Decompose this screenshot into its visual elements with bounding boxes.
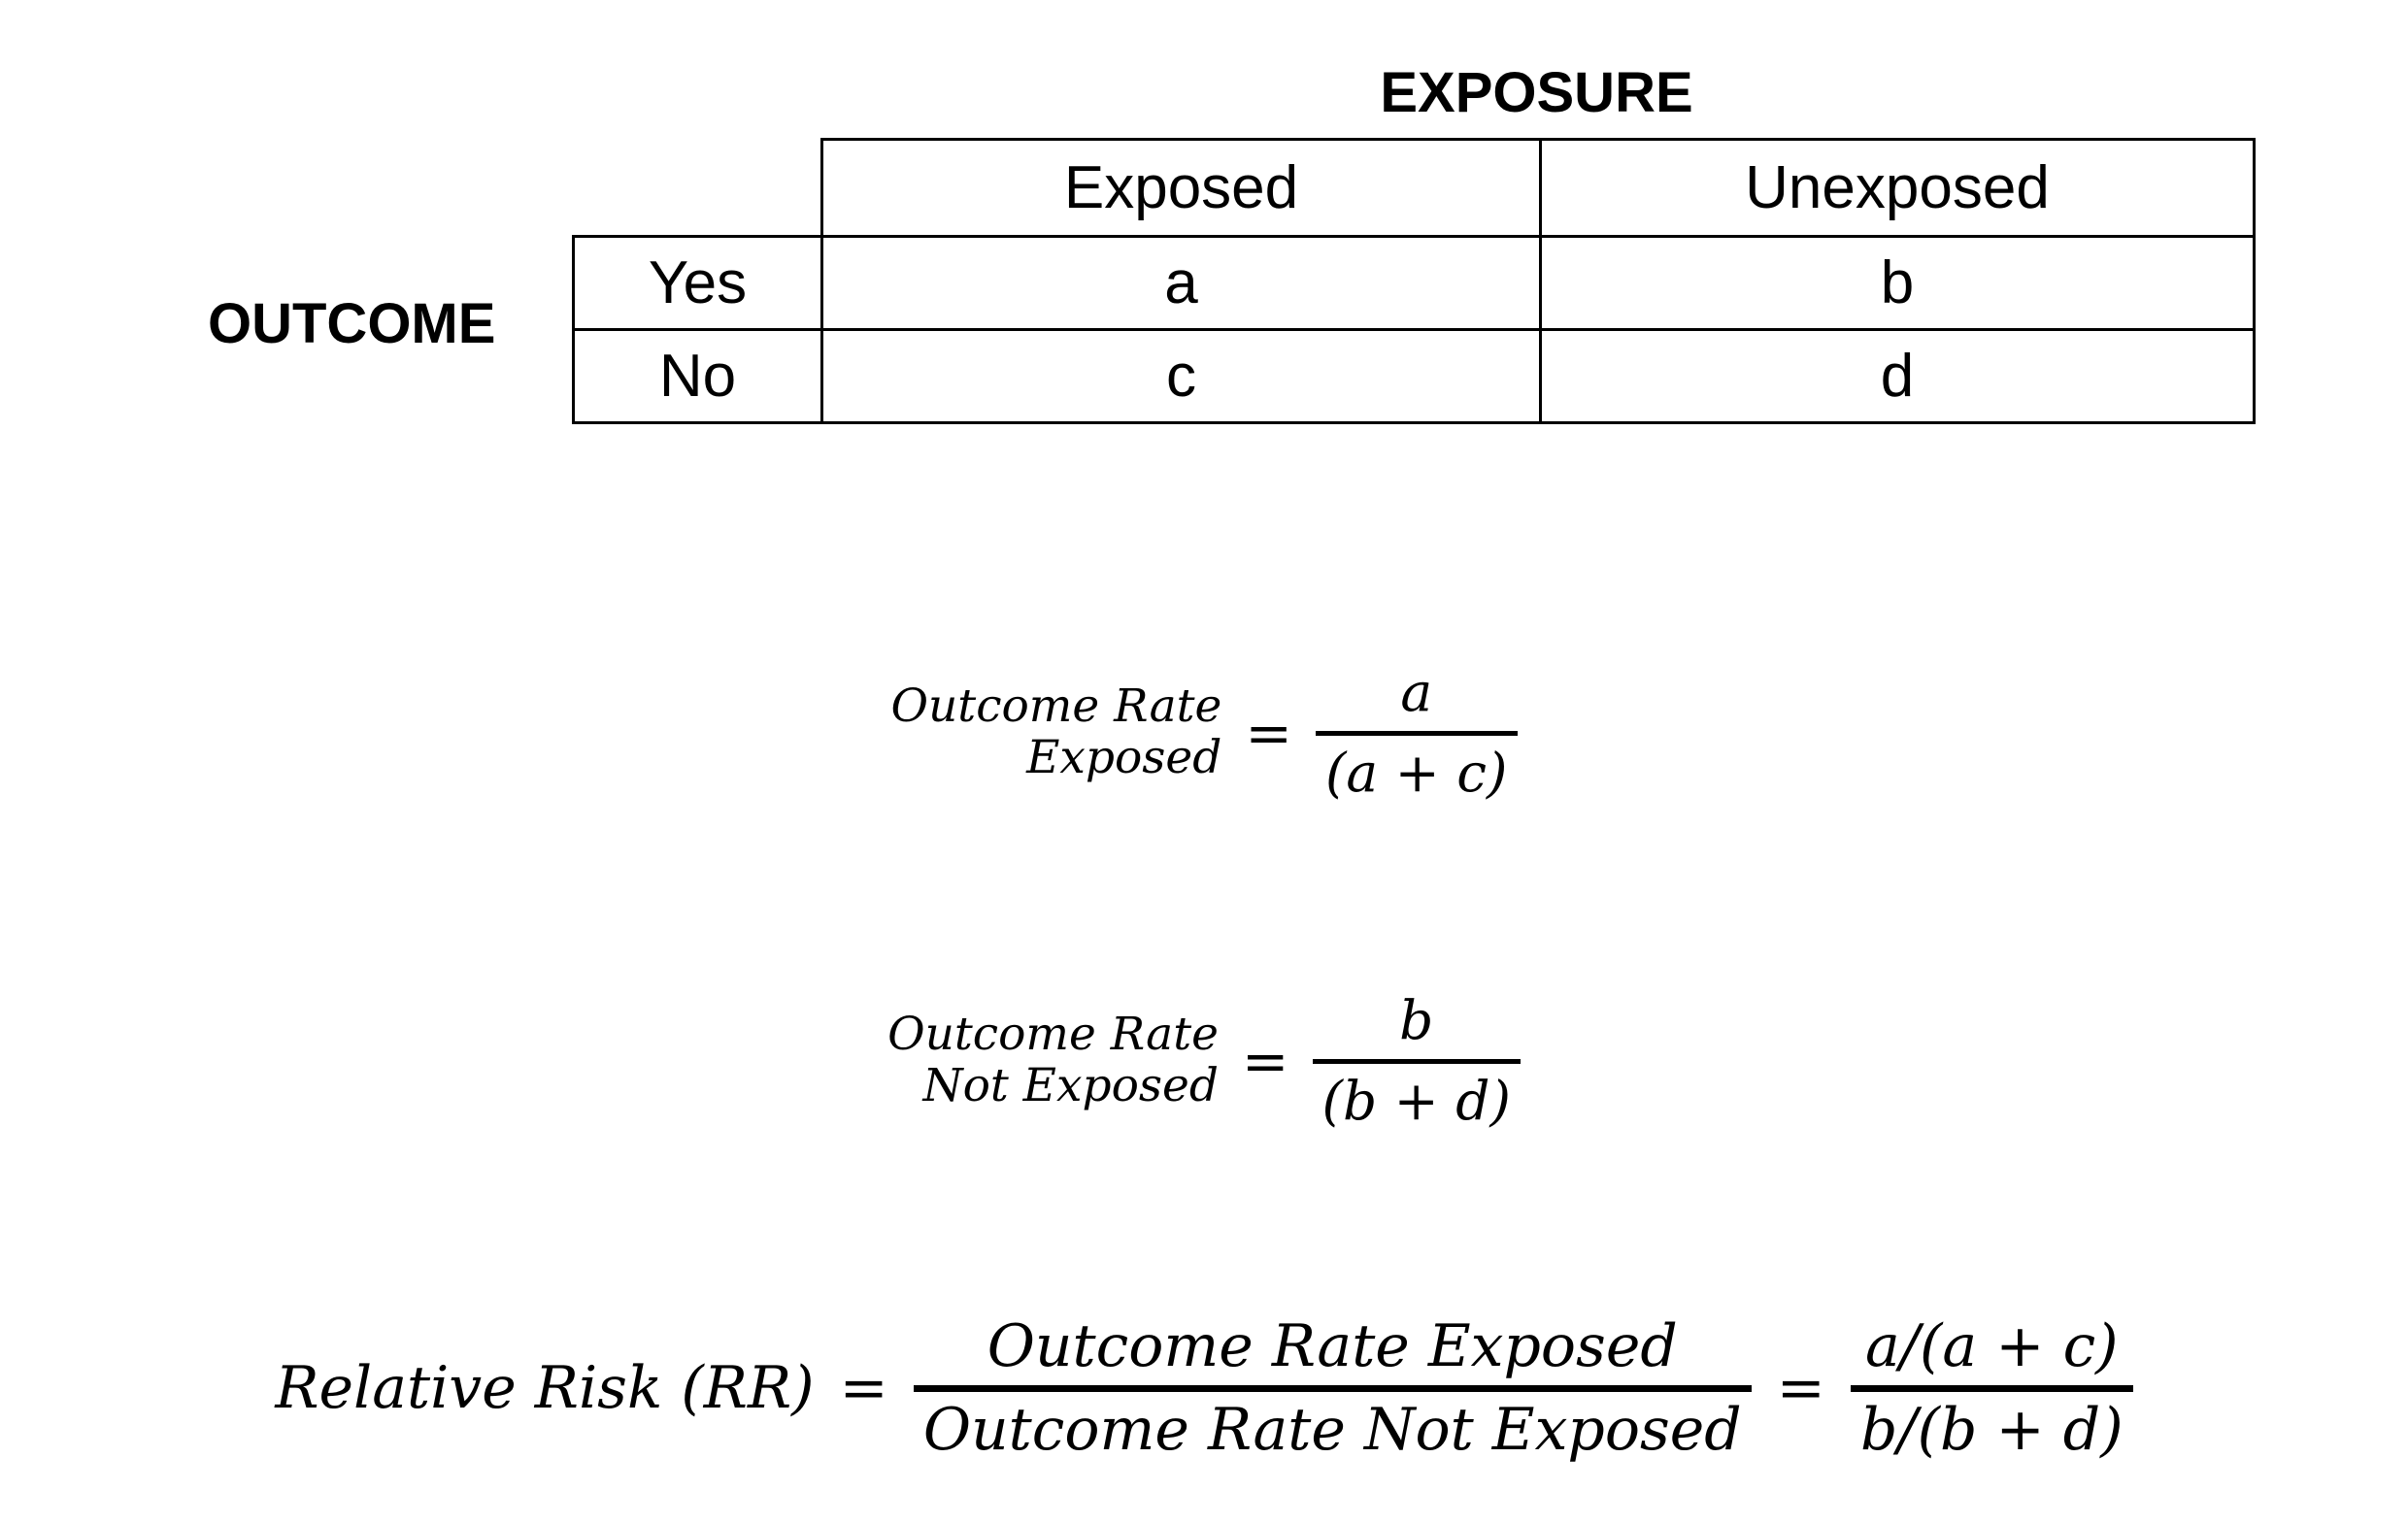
formula-label-line2: Exposed: [1026, 731, 1222, 784]
fraction-denominator: (a + c): [1324, 741, 1508, 804]
equals-sign: =: [1241, 1028, 1289, 1094]
outcome-axis-title: OUTCOME: [208, 292, 496, 355]
row-label-yes: Yes: [572, 235, 823, 331]
fraction-denominator: b/(b + d): [1859, 1395, 2124, 1464]
formula-label-line2: Not Exposed: [922, 1059, 1219, 1112]
formula-label-line1: Outcome Rate: [890, 679, 1222, 734]
equals-sign: =: [1776, 1354, 1825, 1422]
fraction-numerator: b: [1399, 988, 1434, 1051]
fraction-numerator: a: [1400, 660, 1433, 723]
formula-label: Outcome Rate Not Exposed: [887, 1010, 1219, 1111]
cell-c: c: [820, 328, 1542, 424]
fraction-bar: [1315, 730, 1518, 736]
fraction: b (b + d): [1312, 988, 1521, 1132]
col-header-exposed: Exposed: [820, 138, 1542, 238]
cell-d: d: [1539, 328, 2256, 424]
contingency-table: Exposed Unexposed Yes a b No c d: [572, 138, 2256, 424]
equals-sign: =: [839, 1354, 888, 1422]
abcd-ratio-fraction: a/(a + c) b/(b + d): [1850, 1311, 2133, 1464]
fraction-numerator: Outcome Rate Exposed: [987, 1311, 1678, 1380]
relative-risk-label: Relative Risk (RR): [275, 1354, 815, 1422]
fraction-bar: [1850, 1384, 2133, 1392]
fraction-numerator: a/(a + c): [1864, 1311, 2119, 1380]
equals-sign: =: [1245, 700, 1292, 766]
row-label-no: No: [572, 328, 823, 424]
corner-blank-cell: [574, 140, 822, 237]
cell-b: b: [1539, 235, 2256, 331]
fraction-bar: [913, 1384, 1752, 1392]
exposure-axis-title: EXPOSURE: [1380, 61, 1693, 124]
formula-outcome-rate-not-exposed: Outcome Rate Not Exposed = b (b + d): [0, 961, 2408, 1161]
table-header-row: Exposed Unexposed: [574, 138, 2256, 238]
formula-relative-risk: Relative Risk (RR) = Outcome Rate Expose…: [0, 1279, 2408, 1497]
formula-label-line1: Outcome Rate: [887, 1008, 1219, 1062]
table-row-no: No c d: [572, 328, 2256, 424]
fraction-denominator: (b + d): [1321, 1069, 1511, 1132]
fraction: a (a + c): [1315, 660, 1518, 804]
rate-ratio-fraction: Outcome Rate Exposed Outcome Rate Not Ex…: [913, 1311, 1752, 1464]
formula-outcome-rate-exposed: Outcome Rate Exposed = a (a + c): [0, 633, 2408, 833]
col-header-unexposed: Unexposed: [1539, 138, 2256, 238]
formula-label: Outcome Rate Exposed: [891, 681, 1222, 783]
table-row-yes: Yes a b: [572, 235, 2256, 331]
fraction-bar: [1312, 1058, 1521, 1064]
cell-a: a: [820, 235, 1542, 331]
fraction-denominator: Outcome Rate Not Exposed: [922, 1395, 1742, 1464]
